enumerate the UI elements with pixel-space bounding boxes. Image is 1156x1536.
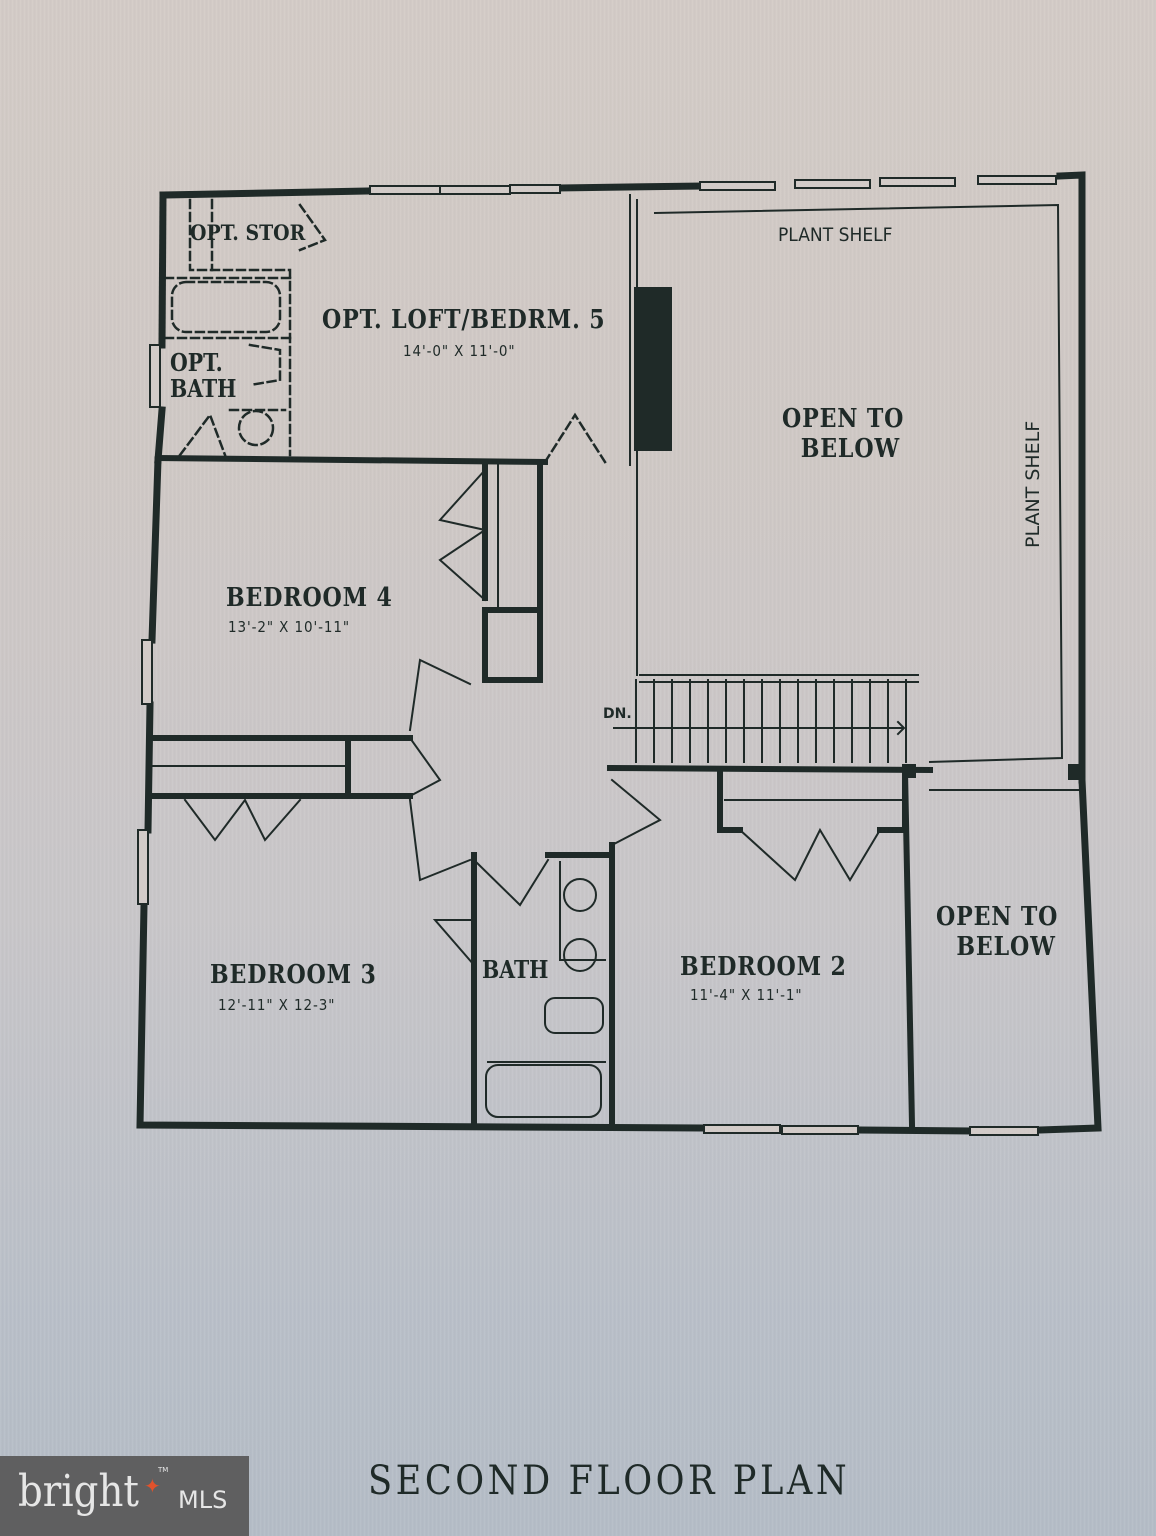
label-plant-shelf-top: PLANT SHELF [778, 224, 893, 246]
room-dim-bedroom-4: 13'-2" X 10'-11" [228, 618, 350, 636]
star-icon: ✦ [144, 1474, 161, 1498]
chimney [634, 287, 672, 451]
room-dim-bedroom-2: 11'-4" X 11'-1" [690, 986, 803, 1004]
room-name-loft: OPT. LOFT/BEDRM. 5 [322, 305, 606, 335]
room-name-bedroom-4: BEDROOM 4 [226, 583, 393, 613]
closet-doors [183, 468, 882, 882]
bright-mls-watermark: bright ✦ TM MLS [0, 1456, 249, 1536]
room-name-bedroom-3: BEDROOM 3 [210, 960, 377, 990]
logo-mls-text: MLS [178, 1486, 228, 1514]
interior-walls [149, 454, 934, 1129]
exterior-walls [136, 171, 1102, 1135]
stair-treads [613, 679, 907, 763]
label-stairs-down: DN. [603, 706, 632, 722]
windows [137, 175, 1057, 1136]
label-plant-shelf-right: PLANT SHELF [1022, 420, 1044, 548]
logo-wordmark: bright [18, 1466, 139, 1517]
room-name-bedroom-2: BEDROOM 2 [680, 952, 847, 982]
room-dim-bedroom-3: 12'-11" X 12-3" [218, 996, 336, 1014]
optional-bath-dashed [163, 198, 607, 464]
label-open-to-below-upper: OPEN TO BELOW [782, 404, 905, 464]
label-bath: BATH [482, 955, 549, 984]
label-opt-stor: OPT. STOR [190, 220, 306, 245]
swing-doors [408, 658, 662, 967]
label-opt-bath: OPT. BATH [170, 348, 237, 403]
trademark-mark: TM [158, 1466, 169, 1474]
label-open-to-below-lower: OPEN TO BELOW [936, 902, 1059, 962]
room-dim-loft: 14'-0" X 11'-0" [403, 342, 516, 360]
drawing-title: SECOND FLOOR PLAN [368, 1458, 851, 1504]
